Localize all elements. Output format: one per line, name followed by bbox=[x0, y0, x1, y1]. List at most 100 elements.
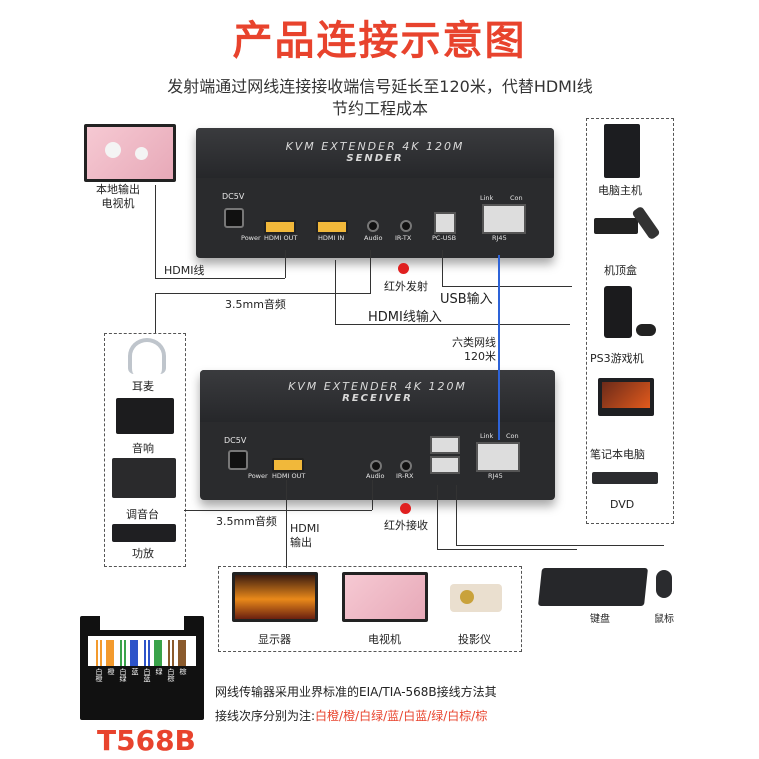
pin-4-label: 蓝 bbox=[131, 668, 139, 675]
mouse-line-h bbox=[456, 545, 664, 546]
sources-frame bbox=[586, 118, 674, 524]
cat6-cable bbox=[498, 255, 500, 440]
sender-hdmi-out-label: HDMI OUT bbox=[264, 234, 298, 242]
sender-hdmi-in-label: HDMI IN bbox=[318, 234, 345, 242]
pin-2-label: 橙 bbox=[107, 668, 115, 675]
receiver-audio-jack bbox=[370, 460, 382, 472]
ps3-icon bbox=[604, 286, 632, 338]
display-tv-label: 电视机 bbox=[368, 633, 401, 646]
rx-audio-line bbox=[184, 510, 372, 511]
sender-ir-tx-jack bbox=[400, 220, 412, 232]
gamepad-icon bbox=[636, 324, 656, 336]
sender-rj45-port bbox=[482, 204, 526, 234]
audio-line-h bbox=[155, 293, 370, 294]
cat6-text: 六类网线 120米 bbox=[452, 336, 496, 363]
sender-con-label: Con bbox=[510, 194, 523, 202]
receiver-dc5v-label: DC5V bbox=[224, 436, 247, 445]
cat6-label: 六类网线 120米 bbox=[452, 336, 496, 364]
audio-line-v bbox=[370, 250, 371, 294]
audio-frame bbox=[104, 333, 186, 567]
ir-tx-label: 红外发射 bbox=[384, 280, 428, 293]
rx-hdmi-line bbox=[286, 480, 287, 568]
pin-7-label: 白棕 bbox=[167, 668, 175, 682]
hdmi-line-v2 bbox=[285, 250, 286, 278]
receiver-usb-port-2 bbox=[430, 456, 460, 474]
pin-6-label: 绿 bbox=[155, 668, 163, 675]
usb-in-label: USB输入 bbox=[440, 292, 493, 307]
receiver-name: RECEIVER bbox=[342, 393, 413, 404]
display-projector-label: 投影仪 bbox=[458, 633, 491, 646]
source-stb-label: 机顶盒 bbox=[604, 264, 637, 277]
sender-dc5v-label: DC5V bbox=[222, 192, 245, 201]
rx-audio-label: 3.5mm音频 bbox=[216, 515, 277, 528]
receiver-link-label: Link bbox=[480, 432, 494, 440]
t568b-note-order: 白橙/橙/白绿/蓝/白蓝/绿/白棕/棕 bbox=[315, 709, 488, 723]
sender-device: KVM EXTENDER 4K 120M SENDER DC5V Power H… bbox=[196, 128, 554, 258]
pin-3-label: 白绿 bbox=[119, 668, 127, 682]
hdmi-line-h bbox=[155, 278, 285, 279]
receiver-usb-port-1 bbox=[430, 436, 460, 454]
source-dvd-label: DVD bbox=[610, 498, 635, 511]
kb-line-v bbox=[437, 485, 438, 549]
hdmi-in-line-h bbox=[335, 324, 570, 325]
receiver-device: KVM EXTENDER 4K 120M RECEIVER DC5V Power… bbox=[200, 370, 555, 500]
subtitle-line-1: 发射端通过网线连接接收端信号延长至120米，代替HDMI线 bbox=[167, 77, 593, 96]
local-tv-text: 本地输出 电视机 bbox=[96, 183, 140, 210]
dvd-icon bbox=[592, 472, 658, 484]
sender-hdmi-out-port bbox=[264, 220, 296, 234]
t568b-note-line-1: 网线传输器采用业界标准的EIA/TIA-568B接线方法其 bbox=[215, 685, 497, 699]
local-tv-icon bbox=[84, 124, 176, 182]
mouse-line-v bbox=[456, 485, 457, 545]
hdmi-in-label: HDMI线输入 bbox=[368, 310, 442, 325]
audio-35-label: 3.5mm音频 bbox=[225, 298, 286, 311]
subtitle-line-2: 节约工程成本 bbox=[331, 99, 428, 118]
tv-icon bbox=[342, 572, 428, 622]
pin-5-label: 白蓝 bbox=[143, 668, 151, 682]
page-title: 产品连接示意图 bbox=[232, 18, 527, 64]
receiver-rj45-label: RJ45 bbox=[488, 472, 503, 480]
ir-rx-dot bbox=[400, 503, 411, 514]
receiver-ir-rx-label: IR-RX bbox=[396, 472, 414, 480]
amplifier-icon bbox=[112, 524, 176, 542]
sender-link-label: Link bbox=[480, 194, 494, 202]
pin-8-label: 棕 bbox=[179, 668, 187, 675]
audio-line-v2 bbox=[155, 293, 156, 333]
source-ps3-label: PS3游戏机 bbox=[590, 352, 644, 365]
keyboard-label: 键盘 bbox=[590, 614, 610, 625]
monitor-icon bbox=[232, 572, 318, 622]
ir-tx-dot bbox=[398, 263, 409, 274]
t568b-pin-labels: 白橙 橙 白绿 蓝 白蓝 绿 白棕 棕 bbox=[94, 668, 194, 688]
sender-model: KVM EXTENDER 4K 120M bbox=[285, 140, 465, 153]
sender-audio-jack bbox=[367, 220, 379, 232]
sender-audio-label: Audio bbox=[364, 234, 383, 242]
kb-line-h bbox=[437, 549, 577, 550]
laptop-icon bbox=[598, 378, 654, 416]
receiver-con-label: Con bbox=[506, 432, 519, 440]
audio-mixer-label: 调音台 bbox=[126, 508, 159, 521]
mouse-icon bbox=[656, 570, 672, 598]
rx-hdmi-text: HDMI 输出 bbox=[290, 522, 320, 549]
sender-ir-tx-label: IR-TX bbox=[395, 234, 412, 242]
hdmi-line-v bbox=[155, 185, 156, 278]
receiver-audio-label: Audio bbox=[366, 472, 385, 480]
display-monitor-label: 显示器 bbox=[258, 633, 291, 646]
speaker-icon bbox=[116, 398, 174, 434]
rx-hdmi-label: HDMI 输出 bbox=[290, 522, 319, 550]
usb-line-v bbox=[442, 250, 443, 286]
sender-hdmi-in-port bbox=[316, 220, 348, 234]
t568b-note-prefix: 接线次序分别为注: bbox=[215, 709, 316, 723]
receiver-rj45-port bbox=[476, 442, 520, 472]
receiver-power-label: Power bbox=[248, 472, 268, 480]
t568b-pins bbox=[94, 640, 194, 684]
t568b-title: T568B bbox=[97, 724, 196, 757]
displays-frame bbox=[218, 566, 522, 652]
set-top-box-icon bbox=[594, 218, 638, 234]
sender-rj45-label: RJ45 bbox=[492, 234, 507, 242]
receiver-ir-rx-jack bbox=[400, 460, 412, 472]
receiver-model: KVM EXTENDER 4K 120M bbox=[288, 380, 467, 393]
audio-speaker-label: 音响 bbox=[132, 442, 154, 455]
receiver-dc-jack bbox=[228, 450, 248, 470]
local-tv-label: 本地输出 电视机 bbox=[96, 183, 140, 211]
keyboard-icon bbox=[538, 568, 648, 606]
mouse-label: 鼠标 bbox=[654, 614, 674, 625]
